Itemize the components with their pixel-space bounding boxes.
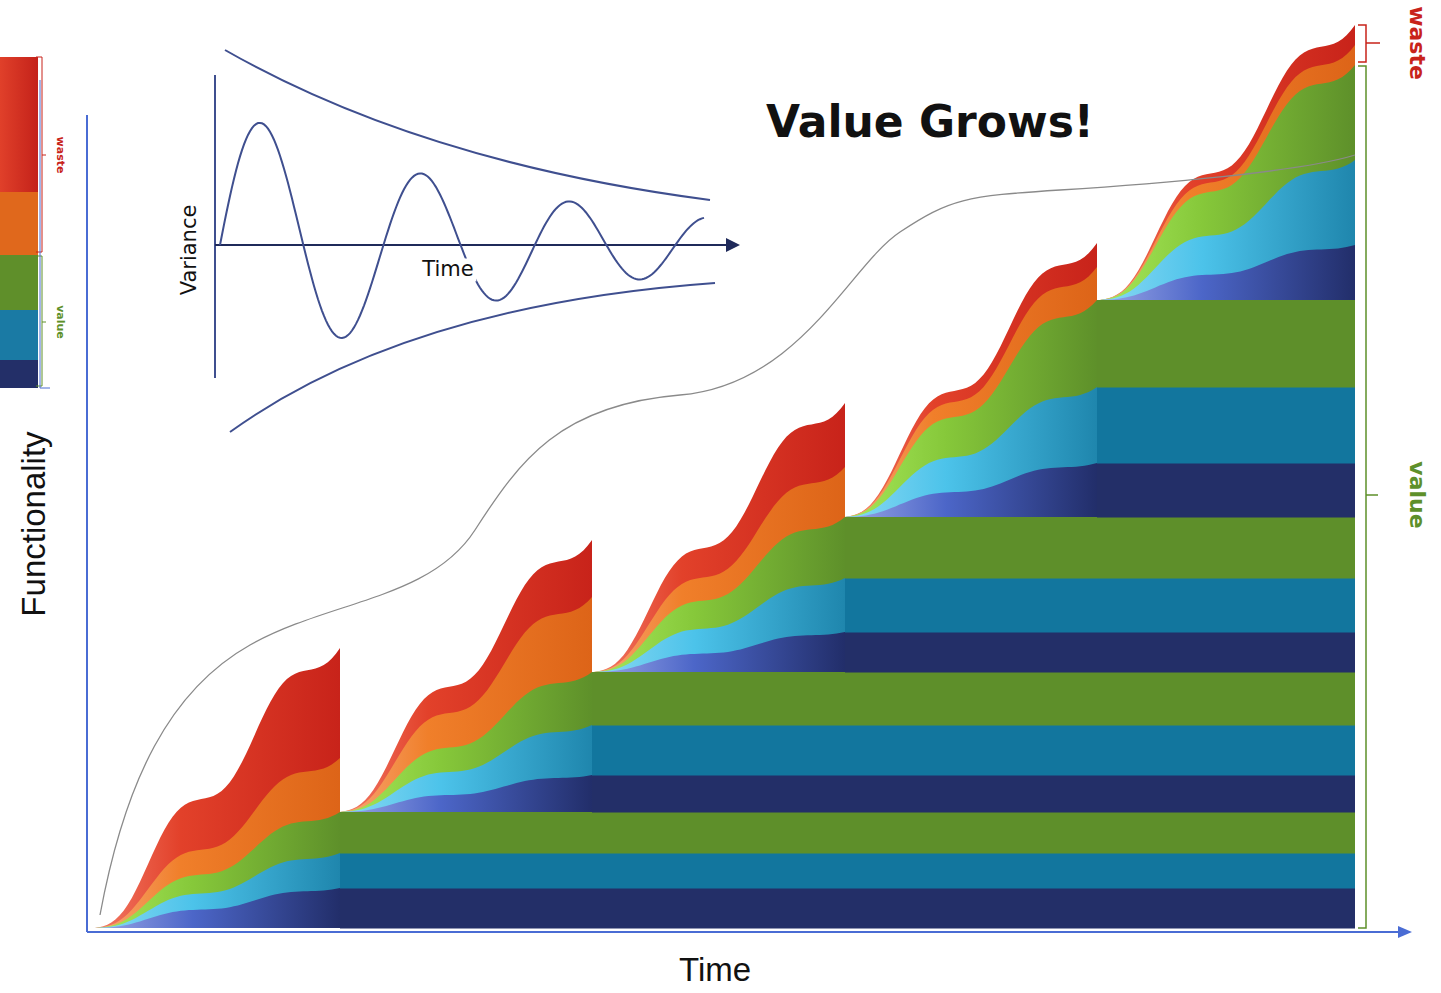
wave-layer: [845, 300, 1097, 517]
value-band: [340, 812, 1355, 854]
variance-inset: [215, 50, 730, 432]
wave-layer: [594, 517, 845, 672]
stacked-waves: [95, 25, 1355, 928]
damped-oscillation: [220, 123, 704, 338]
main-axes: [87, 115, 1402, 932]
wave-layer: [594, 467, 845, 672]
axis-arrowhead: [1398, 926, 1412, 938]
trend-curve: [100, 155, 1355, 915]
wave-layer: [845, 387, 1097, 517]
wave-layer: [845, 463, 1097, 517]
axis-label: Time: [679, 952, 751, 988]
wave-layer: [1100, 25, 1355, 300]
wave-layer: [845, 243, 1097, 517]
wave-layer: [340, 540, 592, 812]
wave-layer: [594, 632, 845, 672]
wave-layer: [1100, 160, 1355, 300]
value-band: [592, 672, 1355, 726]
wave-layer: [1100, 45, 1355, 300]
value-band: [1097, 300, 1355, 388]
value-band: [592, 725, 1355, 776]
wave-layer: [594, 578, 845, 672]
waste-bracket: [1358, 25, 1380, 62]
inset-arrowhead: [726, 238, 740, 252]
bracket-label: waste: [1405, 6, 1429, 80]
wave-layer: [1100, 65, 1355, 300]
value-band: [1097, 387, 1355, 464]
wave-layer: [95, 888, 340, 928]
wave-layer: [95, 812, 340, 928]
inset-axis-label: Time: [419, 258, 476, 281]
wave-layer: [340, 775, 592, 812]
inset-axis-label: Variance: [178, 205, 201, 296]
wave-layer: [340, 597, 592, 812]
value-band: [340, 853, 1355, 889]
bracket-label: value: [1405, 461, 1429, 528]
axis-label: Functionality: [16, 431, 52, 616]
value-band: [1097, 463, 1355, 518]
wave-layer: [845, 267, 1097, 517]
wave-layer: [95, 648, 340, 928]
value-band: [592, 775, 1355, 813]
wave-layer: [340, 725, 592, 812]
value-bands: [340, 300, 1355, 929]
wave-layer: [95, 853, 340, 928]
wave-layer: [594, 403, 845, 672]
value-band: [845, 517, 1355, 579]
legend-bar: [0, 57, 50, 388]
chart-title: Value Grows!: [766, 98, 1094, 146]
value-band: [845, 578, 1355, 633]
wave-layer: [95, 758, 340, 928]
wave-layer: [1100, 245, 1355, 300]
legend-waste: waste: [54, 137, 66, 174]
value-bracket: [1358, 66, 1378, 928]
wave-layer: [340, 672, 592, 812]
value-band: [340, 888, 1355, 929]
value-band: [845, 632, 1355, 673]
legend-value: value: [54, 305, 66, 339]
